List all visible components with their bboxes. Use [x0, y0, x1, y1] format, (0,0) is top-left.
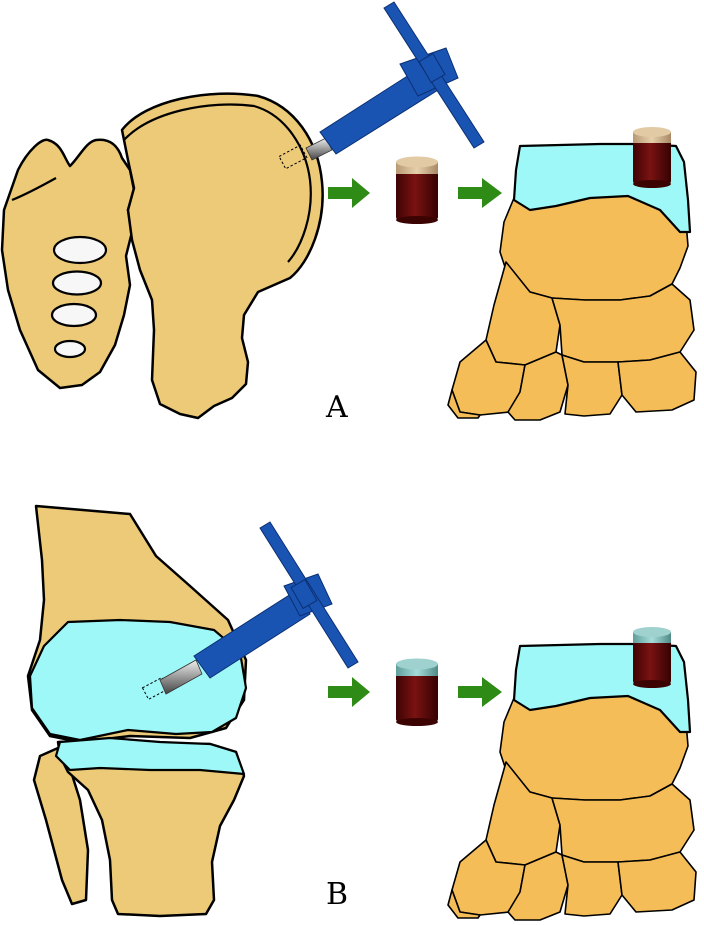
- arrow-right-icon: [458, 178, 502, 208]
- pelvis-foramen: [52, 235, 108, 265]
- femoral-cartilage: [28, 618, 248, 742]
- arrow-right-icon: [458, 677, 502, 707]
- harvesting-chisel: [305, 1, 485, 161]
- femoral-head: [120, 92, 324, 420]
- tibial-cartilage: [54, 736, 246, 776]
- implanted-plug: [633, 127, 671, 188]
- osteochondral-plug: [396, 156, 438, 224]
- panel-label-b: B: [326, 877, 349, 912]
- pelvis-foramen: [50, 302, 98, 328]
- panel-a: [0, 1, 698, 422]
- arrow-right-icon: [328, 677, 370, 707]
- harvesting-chisel: [159, 521, 359, 695]
- panel-b: [26, 504, 698, 922]
- panel-label-a: A: [326, 390, 348, 425]
- pelvis-foramen: [51, 270, 103, 296]
- osteochondral-plug: [396, 658, 438, 726]
- pelvis: [0, 138, 136, 390]
- implanted-plug: [633, 627, 671, 688]
- harvest-site: [278, 144, 308, 170]
- arrow-right-icon: [328, 178, 370, 208]
- pelvis-foramen: [53, 339, 87, 359]
